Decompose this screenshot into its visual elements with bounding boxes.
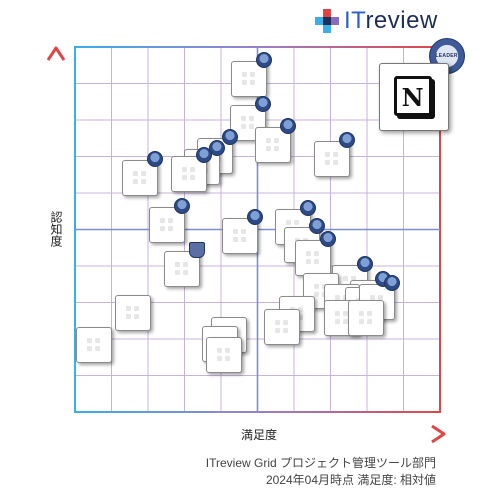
product-logo-placeholder-icon xyxy=(306,250,320,265)
product-logo-placeholder-icon xyxy=(275,320,289,334)
product-logo-placeholder-icon xyxy=(132,170,147,185)
leader-badge-label: LEADER xyxy=(435,53,458,60)
product-logo-placeholder-icon xyxy=(266,137,280,152)
award-badge-icon xyxy=(174,198,191,215)
x-axis-label: 満足度 xyxy=(241,427,277,442)
shield-badge-icon xyxy=(188,241,205,258)
product-tile[interactable] xyxy=(348,300,385,337)
award-badge-icon xyxy=(146,150,163,167)
footer-line-1: ITreview Grid プロジェクト管理ツール部門 xyxy=(205,456,436,470)
award-badge-icon xyxy=(309,218,326,235)
product-tile[interactable] xyxy=(149,207,186,244)
product-logo-placeholder-icon xyxy=(324,152,339,166)
product-tile[interactable] xyxy=(255,126,292,163)
footer-caption: ITreview Grid プロジェクト管理ツール部門 2024年04月時点 満… xyxy=(206,455,436,489)
x-arrowhead-icon xyxy=(431,424,446,444)
product-logo-placeholder-icon xyxy=(313,283,328,298)
award-badge-icon xyxy=(208,139,225,156)
product-logo-placeholder-icon xyxy=(160,218,174,232)
y-label-backdrop xyxy=(46,205,66,251)
product-logo-placeholder-icon xyxy=(182,166,196,181)
award-badge-icon xyxy=(338,132,355,149)
footer-line-2: 2024年04月時点 満足度: 相対値 xyxy=(265,473,436,487)
product-logo-placeholder-icon xyxy=(216,347,231,362)
y-arrowhead-icon xyxy=(46,46,66,61)
award-badge-icon xyxy=(247,208,264,225)
logo-mark-icon xyxy=(315,9,339,33)
award-badge-icon xyxy=(256,52,273,69)
award-badge-icon xyxy=(320,230,337,247)
product-logo-placeholder-icon xyxy=(87,338,101,352)
notion-logo-letter: N xyxy=(401,83,424,113)
product-logo-placeholder-icon xyxy=(240,115,255,130)
notion-logo-icon: N xyxy=(393,76,432,117)
product-tile[interactable] xyxy=(205,336,242,373)
product-logo-placeholder-icon xyxy=(174,261,189,276)
product-logo-placeholder-icon xyxy=(359,311,373,325)
product-logo-placeholder-icon xyxy=(125,305,140,320)
product-tile[interactable] xyxy=(114,294,151,331)
award-badge-icon xyxy=(221,128,238,145)
product-logo-placeholder-icon xyxy=(242,72,256,86)
award-badge-icon xyxy=(196,146,213,163)
award-badge-icon xyxy=(300,199,317,216)
award-badge-icon xyxy=(254,95,271,112)
itreview-logo: ITreview xyxy=(314,7,438,35)
award-badge-icon xyxy=(384,274,401,291)
logo-wordmark: ITreview xyxy=(344,7,438,35)
award-badge-icon xyxy=(280,117,297,134)
logo-prefix: IT xyxy=(344,7,366,34)
y-axis-label: 認知度 xyxy=(49,210,63,247)
product-logo-placeholder-icon xyxy=(233,228,247,243)
product-logo-placeholder-icon xyxy=(335,311,349,325)
logo-suffix: review xyxy=(365,7,438,34)
notion-tile[interactable]: N xyxy=(378,63,449,132)
product-tile[interactable] xyxy=(264,309,301,346)
x-label-backdrop xyxy=(236,424,282,444)
award-badge-icon xyxy=(356,256,373,273)
product-tile[interactable] xyxy=(76,327,113,364)
product-tile[interactable] xyxy=(121,159,158,196)
